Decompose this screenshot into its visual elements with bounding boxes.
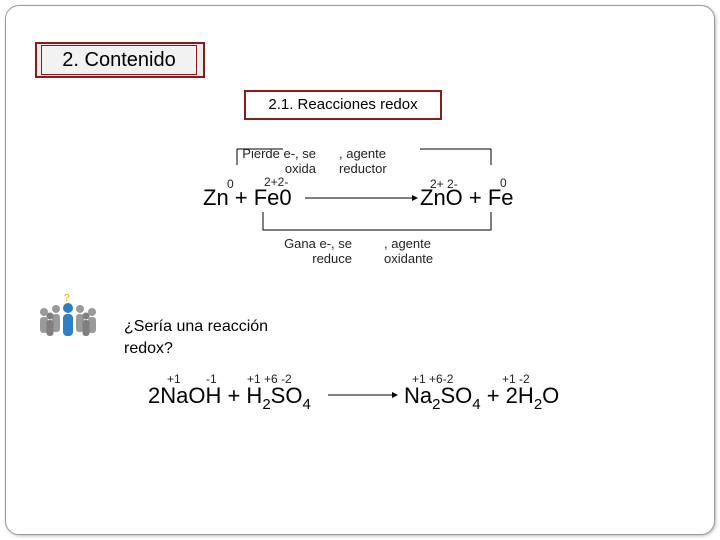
- formula-subscript: 2: [432, 396, 441, 413]
- ox-state-fe-reactant: 2+2-: [264, 175, 289, 189]
- formula-subscript: 4: [302, 396, 311, 413]
- ox-state-zno: 2+ 2-: [430, 177, 458, 191]
- people-group-question-icon: ?: [40, 293, 96, 336]
- formula-subscript: 4: [472, 396, 481, 413]
- note-line: oxida: [284, 161, 316, 176]
- note-line: oxidante: [384, 251, 434, 266]
- reaction1-reactants: Zn + Fe0: [203, 185, 292, 210]
- note-line: reductor: [339, 161, 387, 176]
- ox-state-h2so4: +1 +6 -2: [247, 372, 292, 386]
- formula-part: SO: [270, 383, 303, 408]
- gains-electrons-note: Gana e-, se reduce: [258, 236, 352, 266]
- svg-text:?: ?: [64, 293, 70, 304]
- ox-state-na: +1: [167, 372, 181, 386]
- ox-state-na2so4: +1 +6-2: [412, 372, 454, 386]
- note-line: , agente: [384, 236, 431, 251]
- oxidizing-agent-note: , agente oxidante: [384, 236, 433, 266]
- note-line: Pierde e-, se: [242, 146, 316, 161]
- reaction2-reactants: 2NaOH + H2SO4: [148, 383, 311, 413]
- formula-subscript: 2: [262, 396, 271, 413]
- note-line: Gana e-, se: [284, 236, 352, 251]
- ox-state-oh: -1: [206, 372, 217, 386]
- ox-state-zn: 0: [227, 177, 234, 191]
- section-title: 2. Contenido: [41, 45, 197, 75]
- formula-part: 2NaOH + H: [148, 383, 263, 408]
- loses-electrons-note: Pierde e-, se oxida: [216, 146, 316, 176]
- reaction2-products: Na2SO4 + 2H2O: [404, 383, 559, 413]
- reaction1-products: ZnO + Fe: [420, 185, 514, 210]
- formula-part: + 2H: [480, 383, 534, 408]
- subsection-title: 2.1. Reacciones redox: [244, 90, 442, 120]
- ox-state-h2o: +1 -2: [502, 372, 530, 386]
- formula-subscript: 2: [533, 396, 543, 413]
- formula-part: SO: [440, 383, 473, 408]
- formula-part: Na: [404, 383, 433, 408]
- formula-part: O: [542, 383, 560, 408]
- ox-state-fe-product: 0: [500, 176, 507, 190]
- reducing-agent-note: , agente reductor: [339, 146, 387, 176]
- question-text: ¿Sería una reacción redox?: [124, 318, 269, 357]
- note-line: , agente: [339, 146, 386, 161]
- note-line: reduce: [312, 251, 352, 266]
- section-title-box: 2. Contenido: [35, 42, 205, 78]
